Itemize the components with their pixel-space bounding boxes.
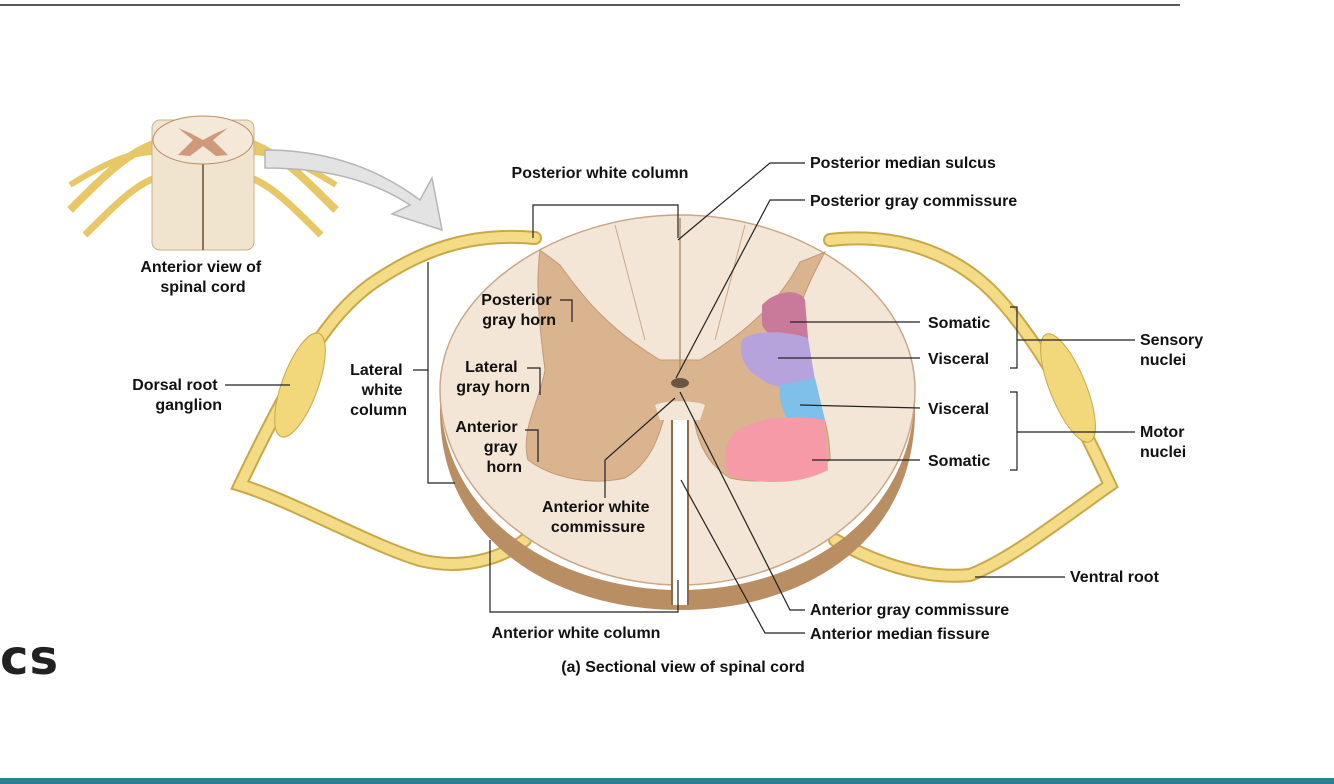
lateral-white-column-line1: Lateral [350,362,402,379]
anterior-white-column-label: Anterior white column [492,625,661,642]
anterior-white-commissure-line2: commissure [551,519,645,536]
ventral-root-label: Ventral root [1070,569,1160,586]
dorsal-root-ganglion-line1: Dorsal root [132,377,218,394]
visceral-sensory-label: Visceral [928,351,989,368]
anterior-gray-horn-line3: horn [486,459,522,476]
anterior-view-thumbnail [67,115,339,251]
anterior-gray-horn-label: Anterior gray horn [455,419,522,476]
lateral-white-column-line2: white [361,382,403,399]
lateral-gray-horn-line2: gray horn [456,379,530,396]
somatic-sensory-label: Somatic [928,315,990,332]
anterior-view-label-line2: spinal cord [160,279,245,296]
lateral-white-column-label: Lateral white column [350,362,407,419]
anterior-view-label-line1: Anterior view of [140,259,262,276]
sensory-nuclei-line1: Sensory [1140,332,1203,349]
posterior-gray-horn-line1: Posterior [481,292,551,309]
anterior-white-commissure-line1: Anterior white [542,499,650,516]
anterior-gray-horn-line1: Anterior [455,419,517,436]
anterior-median-fissure-shape [672,420,688,605]
anterior-gray-horn-line2: gray [484,439,518,456]
dorsal-root-ganglion-label: Dorsal root ganglion [132,377,222,414]
figure-caption: (a) Sectional view of spinal cord [561,659,805,676]
right-nerve-roots [823,231,1119,583]
central-canal [671,378,689,388]
posterior-white-column-label: Posterior white column [512,165,689,182]
posterior-gray-horn-label: Posterior gray horn [481,292,556,329]
anterior-median-fissure-label: Anterior median fissure [810,626,990,643]
visceral-motor-label: Visceral [928,401,989,418]
lateral-white-column-line3: column [350,402,407,419]
leader-lines [225,162,1135,634]
anterior-view-label: Anterior view of spinal cord [140,259,265,296]
somatic-motor-label: Somatic [928,453,990,470]
posterior-gray-horn-line2: gray horn [482,312,556,329]
somatic-motor-nucleus [724,417,828,482]
visceral-sensory-nucleus [740,332,815,388]
visceral-motor-nucleus [779,378,825,425]
motor-nuclei-line2: nuclei [1140,444,1186,461]
anterior-gray-commissure-label: Anterior gray commissure [810,602,1009,619]
anterior-white-commissure-label: Anterior white commissure [542,499,654,536]
motor-nuclei-label: Motor nuclei [1140,424,1189,461]
spinal-cord-section [439,214,916,610]
somatic-sensory-nucleus [762,292,808,342]
dorsal-root-ganglion-line2: ganglion [155,397,222,414]
motor-nuclei-line1: Motor [1140,424,1184,441]
sensory-nuclei-label: Sensory nuclei [1140,332,1208,369]
zoom-arrow [264,149,443,232]
lateral-gray-horn-label: Lateral gray horn [456,359,530,396]
posterior-median-sulcus-label: Posterior median sulcus [810,155,996,172]
top-rule [0,4,1180,6]
lateral-gray-horn-line1: Lateral [465,359,517,376]
posterior-gray-commissure-label: Posterior gray commissure [810,193,1017,210]
left-nerve-roots [230,229,542,571]
dorsal-root-ganglion [274,332,326,438]
sensory-nuclei-line2: nuclei [1140,352,1186,369]
slide-title-fragment: cs [0,630,60,686]
bottom-accent-bar [0,778,1334,784]
